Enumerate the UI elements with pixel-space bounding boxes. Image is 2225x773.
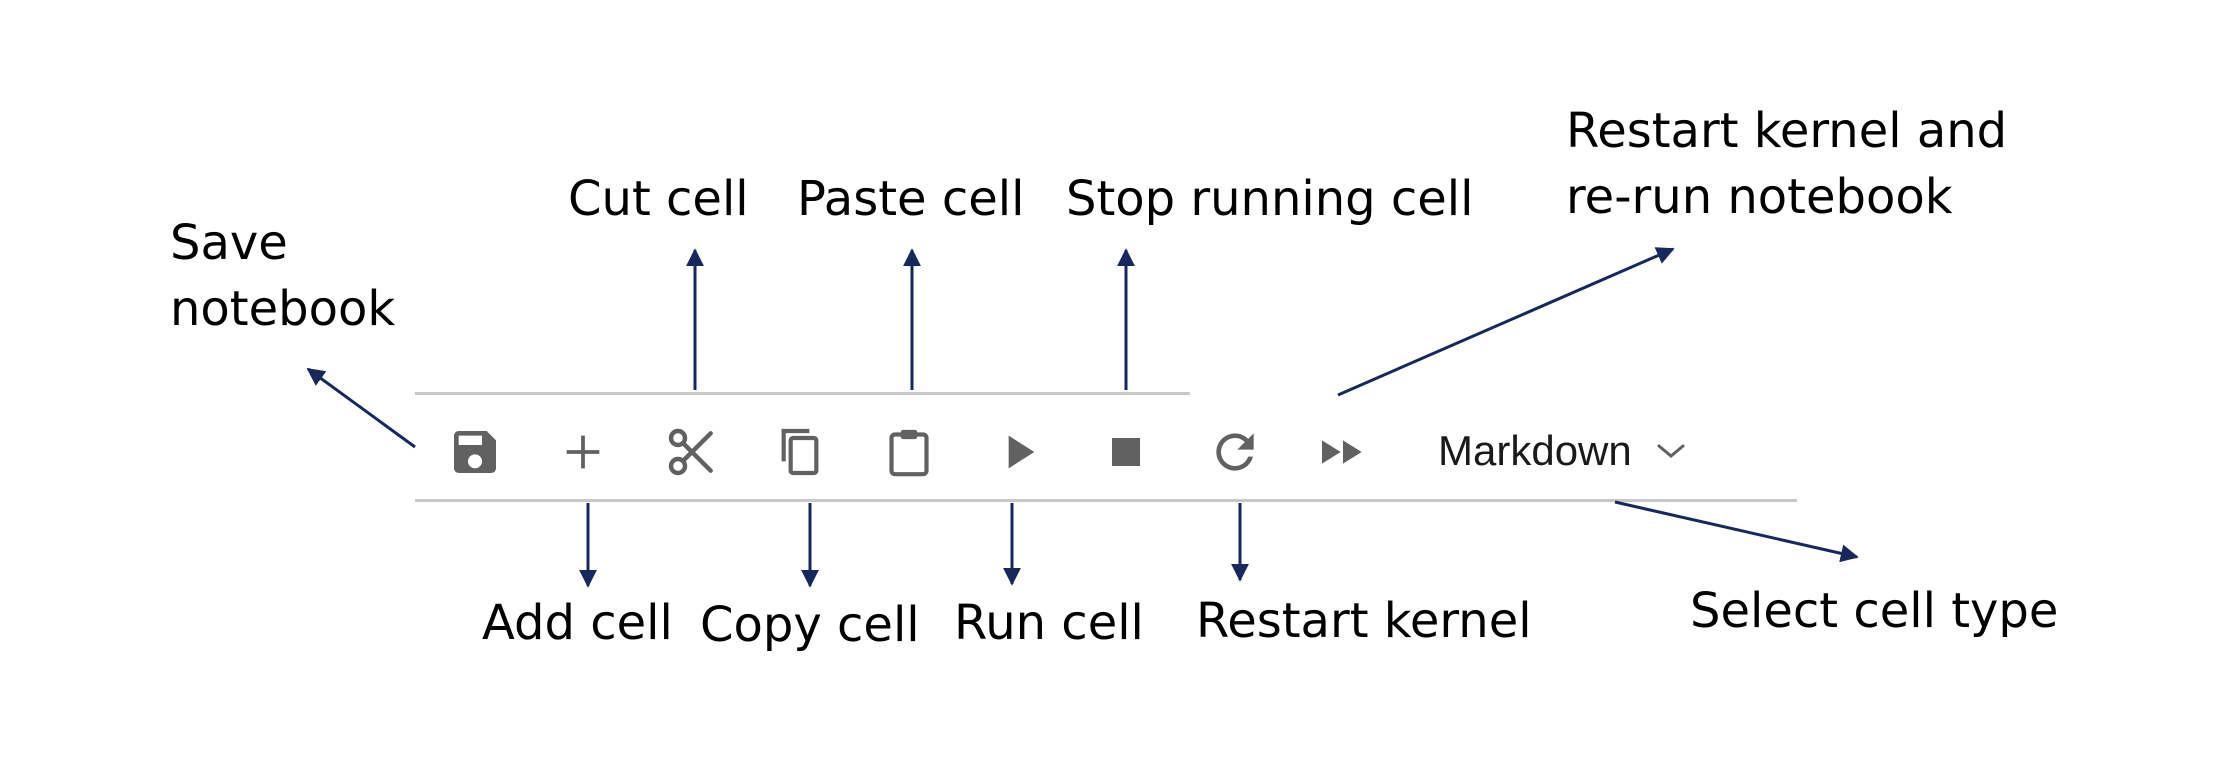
toolbar-bottom-divider (415, 499, 1797, 502)
play-icon (1008, 435, 1035, 469)
scissors-icon (668, 428, 713, 476)
label-cut-cell: Cut cell (568, 171, 749, 227)
label-restart-kernel: Restart kernel (1196, 593, 1532, 649)
label-stop-running-cell: Stop running cell (1066, 171, 1474, 227)
label-run-cell: Run cell (954, 595, 1144, 651)
label-save-notebook: Save notebook (170, 210, 395, 342)
cell-type-value: Markdown (1438, 427, 1632, 474)
cut-cell-button[interactable] (652, 412, 732, 492)
label-restart-and-rerun-line1: Restart kernel and (1566, 103, 2008, 159)
label-save-notebook-line1: Save (170, 215, 288, 271)
label-paste-cell: Paste cell (797, 171, 1025, 227)
save-button[interactable] (435, 412, 515, 492)
label-select-cell-type: Select cell type (1690, 583, 2059, 639)
arrow-save-notebook (306, 367, 416, 449)
cell-type-dropdown[interactable]: Markdown (1438, 418, 1688, 484)
label-restart-and-rerun: Restart kernel and re-run notebook (1566, 98, 2007, 230)
label-copy-cell: Copy cell (700, 597, 920, 653)
arrow-select-cell-type (1614, 500, 1859, 563)
add-cell-button[interactable] (543, 412, 623, 492)
fast-forward-icon (1322, 440, 1362, 464)
copy-cell-button[interactable] (760, 412, 840, 492)
plus-icon (566, 435, 600, 469)
paste-cell-button[interactable] (869, 412, 949, 492)
label-restart-and-rerun-line2: re-run notebook (1566, 169, 1953, 225)
stop-icon (1112, 438, 1140, 466)
stop-cell-button[interactable] (1086, 412, 1166, 492)
restart-rerun-button[interactable] (1303, 412, 1383, 492)
save-icon (454, 431, 496, 473)
run-cell-button[interactable] (978, 412, 1058, 492)
arrow-restart-and-rerun (1337, 247, 1675, 397)
toolbar-top-divider (415, 392, 1190, 395)
clipboard-icon (889, 429, 929, 477)
label-add-cell: Add cell (482, 595, 673, 651)
chevron-down-icon (1657, 444, 1685, 458)
copy-icon (781, 428, 819, 476)
label-save-notebook-line2: notebook (170, 281, 396, 337)
